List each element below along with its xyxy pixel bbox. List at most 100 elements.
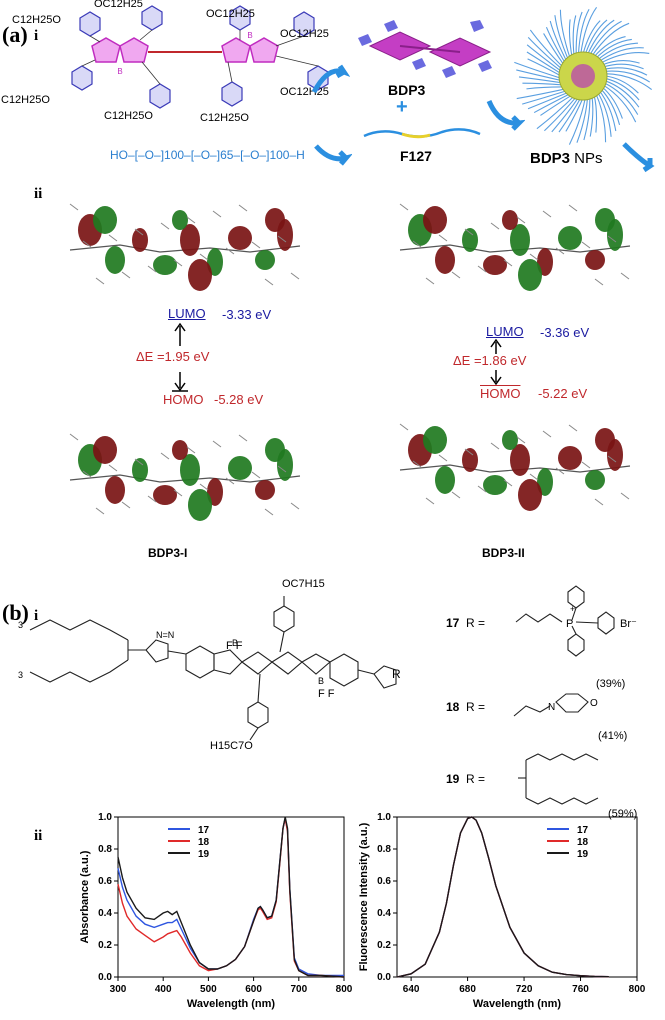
svg-text:B: B xyxy=(232,638,238,648)
reagent-bdp3: BDP3 xyxy=(388,82,426,98)
polymer-strand xyxy=(572,15,577,56)
y-tick-label: 0.6 xyxy=(377,876,391,887)
y-tick-label: 0.8 xyxy=(377,844,391,855)
bond-stick xyxy=(251,241,261,249)
polymer-strand xyxy=(602,63,644,70)
bond-stick xyxy=(199,483,209,491)
chain-label-h15c7o: H15C7O xyxy=(210,740,253,752)
phosphorus-atom: P xyxy=(566,618,573,630)
polymer-strand xyxy=(516,88,566,100)
phenyl-ring xyxy=(71,65,93,91)
polymer-strand xyxy=(545,26,566,64)
arrow-icon xyxy=(311,64,350,94)
bond-stick xyxy=(238,204,248,212)
bond-stick xyxy=(555,467,565,475)
bond-stick xyxy=(581,241,591,249)
r-equals: R = xyxy=(466,772,486,786)
legend-label: 17 xyxy=(198,825,210,836)
x-tick-label: 680 xyxy=(459,984,476,995)
polymer-strand xyxy=(526,86,564,90)
bond-stick xyxy=(82,240,92,248)
y-tick-label: 1.0 xyxy=(98,812,112,823)
bodipy-core-left-ring xyxy=(91,37,121,63)
compound-number: 18 xyxy=(446,700,460,714)
bond-stick xyxy=(212,440,222,448)
polymer-strand xyxy=(514,61,562,79)
bond-stick xyxy=(160,222,170,230)
polymer-strand xyxy=(580,7,598,55)
lumo-label-right: LUMO xyxy=(486,324,524,339)
homo-orbital-left xyxy=(69,433,301,521)
homo-energy-left: -5.28 eV xyxy=(214,392,264,407)
y-tick-label: 0.6 xyxy=(98,876,112,887)
orbital-lobe xyxy=(435,246,455,274)
chain-label-oc7: OC7H15 xyxy=(282,578,325,590)
orbital-lobe xyxy=(188,259,212,291)
yield-18: (41%) xyxy=(598,730,628,742)
polymer-strand xyxy=(575,11,583,56)
polymer-strand xyxy=(568,19,573,58)
chain-label: C12H25O xyxy=(1,94,50,106)
product-label-rest: NPs xyxy=(570,150,603,167)
polymer-strand xyxy=(527,91,569,110)
bond-stick xyxy=(425,277,435,285)
x-tick-label: 640 xyxy=(403,984,420,995)
dye-core xyxy=(571,64,595,88)
orbital-lobe xyxy=(518,259,542,291)
svg-text:N: N xyxy=(548,702,555,713)
orbital-lobe xyxy=(93,436,117,464)
polymer-strand xyxy=(603,82,639,115)
polymer-strand xyxy=(554,15,569,60)
legend-label: 17 xyxy=(577,825,589,836)
bodipy-dimer-structure: 3 3 N=N B B xyxy=(18,596,397,741)
bond-stick xyxy=(225,247,235,255)
svg-text:B: B xyxy=(247,31,252,40)
bond-stick xyxy=(399,423,409,431)
polymer-strand xyxy=(597,42,638,61)
bond-stick xyxy=(82,470,92,478)
bond-stick xyxy=(581,461,591,469)
bond-stick xyxy=(477,485,487,493)
arrow-icon xyxy=(314,144,352,166)
polymer-strand xyxy=(526,44,562,72)
polymer-strand xyxy=(601,86,623,119)
bf2-label-1: F F xyxy=(226,640,243,652)
polymer-strand xyxy=(529,29,564,68)
bond-stick xyxy=(594,498,604,506)
bond-stick xyxy=(503,479,513,487)
bdp3-structure: B B xyxy=(71,5,329,109)
svg-text:3: 3 xyxy=(18,620,23,630)
r-group-17-structure: P + Br⁻ xyxy=(515,585,637,657)
orbital-lobe xyxy=(255,480,275,500)
arrow-icon xyxy=(622,142,655,173)
polymer-strand xyxy=(595,93,607,143)
x-tick-label: 600 xyxy=(245,984,262,995)
polymer-strand xyxy=(522,82,563,86)
polymer-strand xyxy=(603,67,648,76)
polymer-strand xyxy=(589,20,622,56)
svg-text:N=N: N=N xyxy=(156,630,174,640)
x-axis-label: Wavelength (nm) xyxy=(473,998,562,1010)
bond-stick xyxy=(607,455,617,463)
bond-stick xyxy=(134,228,144,236)
panel-a-sub-ii: ii xyxy=(34,186,43,202)
bodipy-core-right-ring xyxy=(221,37,251,63)
svg-text:3: 3 xyxy=(18,670,23,680)
x-tick-label: 800 xyxy=(629,984,646,995)
bond-stick xyxy=(147,495,157,503)
series-line-17 xyxy=(117,818,344,977)
chain-label: C12H25O xyxy=(104,110,153,122)
orbital-lobe xyxy=(132,228,148,252)
polymer-strand xyxy=(576,97,589,143)
polymer-strand xyxy=(543,33,565,66)
polymer-strand xyxy=(527,37,563,70)
polymer-strand xyxy=(600,51,650,64)
polymer-strand xyxy=(602,84,637,123)
bond-stick xyxy=(212,210,222,218)
polymer-strand xyxy=(604,75,639,94)
polymer-strand xyxy=(587,19,615,55)
lumo-label-left: LUMO xyxy=(168,306,206,321)
homo-label-left: HOMO xyxy=(163,392,204,407)
bond-stick xyxy=(542,430,552,438)
